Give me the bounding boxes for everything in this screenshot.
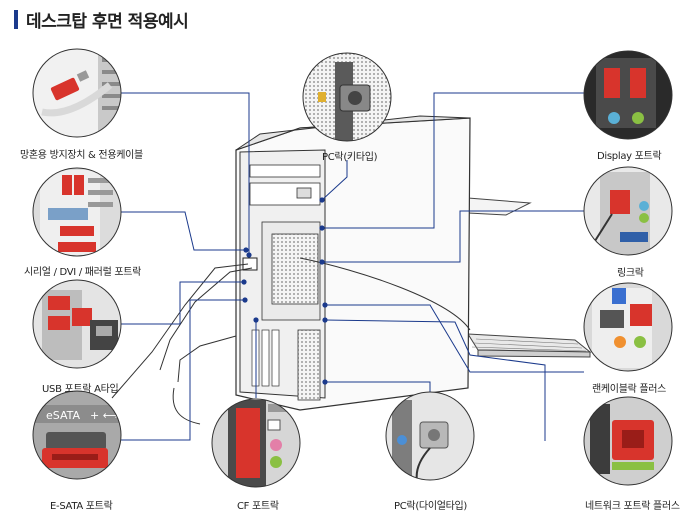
label-serial-dvi-lock: 시리얼 / DVI / 패러럴 포트락: [24, 267, 142, 278]
label-cf-lock: CF 포트락: [237, 501, 279, 512]
label-privacy-cable: 망혼용 방지장치 & 전용케이블: [20, 150, 143, 161]
label-usb-lock: USB 포트락 A타입: [42, 384, 119, 395]
label-pc-key-lock: PC락(키타입): [322, 152, 378, 163]
svg-text:+ ⟷: + ⟷: [90, 409, 119, 422]
title-block: 데스크탑 후면 적용예시: [14, 8, 189, 32]
title-accent-bar: [14, 9, 18, 29]
desktop-tower: [235, 115, 471, 411]
monitor-shelf: [467, 197, 532, 216]
photo-lan-cable-lock-plus: [583, 282, 673, 372]
photo-privacy-cable: [32, 48, 122, 138]
photo-pc-key-lock: [302, 52, 392, 142]
label-lan-cable-lock-plus: 랜케이블락 플러스: [592, 384, 667, 395]
leader-lines: [120, 92, 584, 441]
photo-usb-lock: [32, 279, 122, 369]
keyboard: [467, 333, 592, 358]
label-link-lock: 링크락: [617, 268, 644, 279]
label-esata-lock: E-SATA 포트락: [50, 501, 113, 512]
label-pc-dial-lock: PC락(다이얼타입): [394, 501, 468, 512]
photo-esata-lock: eSATA + ⟷: [32, 390, 122, 480]
photo-display-lock: [583, 50, 673, 140]
photo-serial-dvi-lock: [32, 167, 122, 257]
page-title: 데스크탑 후면 적용예시: [26, 11, 189, 32]
photo-pc-dial-lock: [385, 391, 475, 481]
photo-cf-lock: [211, 398, 301, 488]
photo-link-lock: [583, 166, 673, 256]
label-network-port-lock-plus: 네트워크 포트락 플러스: [585, 501, 680, 512]
leader-dots: [241, 197, 328, 385]
esata-text: eSATA: [46, 409, 80, 422]
label-display-lock: Display 포트락: [597, 151, 662, 162]
photo-network-port-lock-plus: [583, 396, 673, 486]
